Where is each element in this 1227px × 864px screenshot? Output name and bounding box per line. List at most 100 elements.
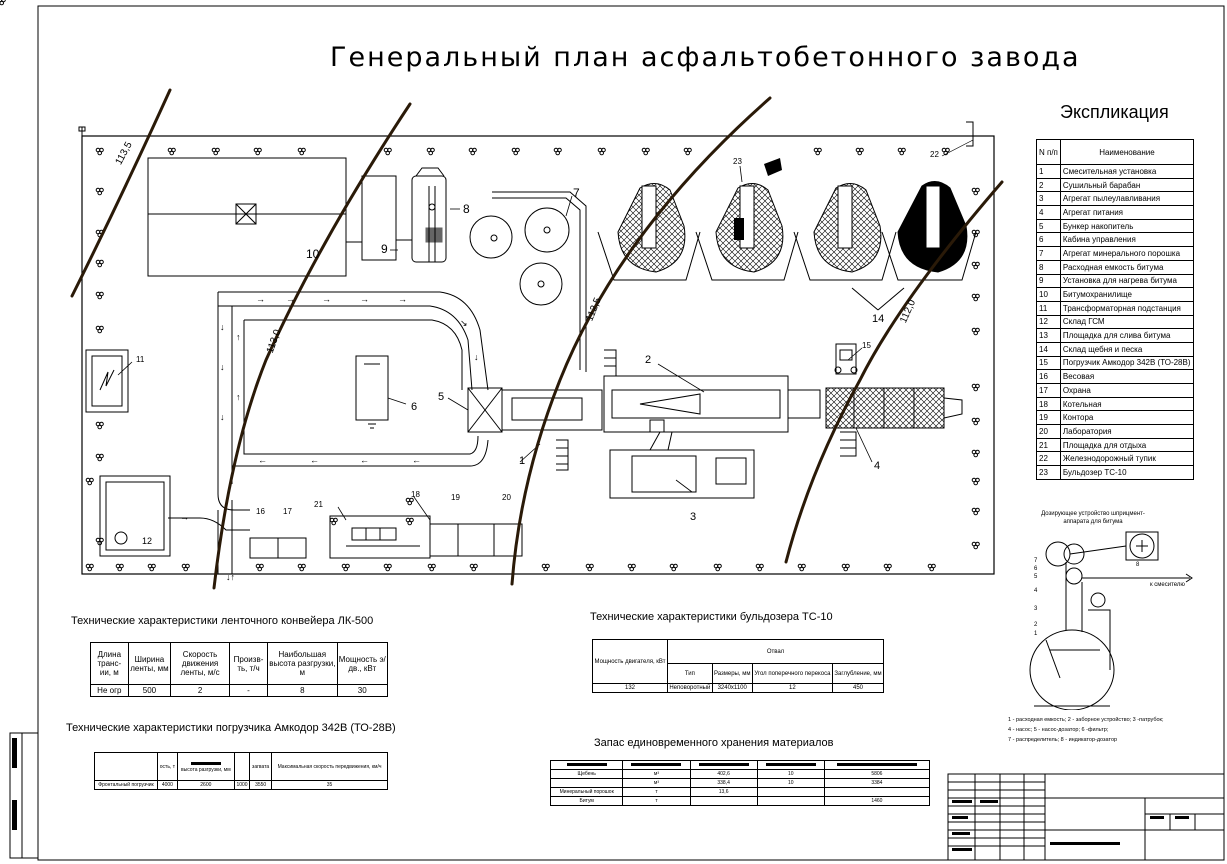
plan-label-18: 18	[411, 490, 420, 499]
plan-label-16: 16	[256, 507, 265, 516]
aggregate-storage-14	[597, 181, 977, 311]
plan-label-6: 6	[411, 401, 418, 413]
svg-text:↓: ↓	[220, 322, 225, 332]
svg-text:→: →	[256, 294, 265, 304]
site-boundary	[81, 135, 995, 575]
svg-text:1: 1	[1034, 631, 1038, 637]
transformer-11	[85, 349, 129, 413]
bulldozer-23	[734, 158, 782, 240]
svg-text:6: 6	[1034, 566, 1038, 572]
bulldozer-power-header: Мощность двигателя, кВт	[591, 639, 669, 684]
dosing-device-title: Дозирующее устройство шприцмент-аппарата…	[1041, 511, 1145, 525]
svg-text:↓↑: ↓↑	[226, 572, 235, 582]
conveyor-header: Длина транс-ии, м	[90, 642, 129, 685]
svg-text:7: 7	[1034, 558, 1038, 564]
plan-label-2: 2	[645, 354, 652, 366]
svg-text:↓: ↓	[220, 412, 225, 422]
plan-label-11: 11	[136, 355, 145, 364]
svg-text:↘: ↘	[460, 318, 468, 328]
office-19	[429, 523, 495, 557]
plan-label-22: 22	[930, 150, 939, 159]
plan-label-1: 1	[519, 455, 526, 467]
plan-label-9: 9	[381, 242, 388, 256]
loader-title: Технические характеристики погрузчика Ам…	[66, 722, 396, 734]
plan-label-21: 21	[314, 500, 323, 509]
bulldozer-title: Технические характеристики бульдозера ТС…	[590, 611, 833, 623]
conveyor-header: Наибольшая высота разгрузки, м	[267, 642, 338, 685]
boiler-18	[329, 515, 431, 559]
plan-label-10: 10	[306, 247, 320, 261]
title-block	[947, 773, 1225, 861]
plan-label-19: 19	[451, 493, 460, 502]
bitumen-storage-10	[147, 157, 362, 277]
fuel-storage-12	[99, 475, 171, 557]
page-title: Генеральный план асфальтобетонного завод…	[330, 42, 1081, 73]
svg-text:↑: ↑	[236, 332, 241, 342]
svg-text:→: →	[398, 294, 407, 304]
svg-text:↑: ↑	[236, 392, 241, 402]
lab-20	[493, 523, 523, 557]
storage-title: Запас единовременного хранения материало…	[594, 737, 834, 749]
conveyor-title: Технические характеристики ленточного ко…	[71, 615, 374, 627]
expl-header-num: N п/п	[1036, 139, 1061, 165]
svg-text:→: →	[322, 294, 331, 304]
dosing-legend-2: 4 - насос; 5 - насос-дозатор; 6 -фильтр;	[1008, 727, 1109, 733]
plan-label-20: 20	[502, 493, 511, 502]
plan-label-17: 17	[283, 507, 292, 516]
svg-text:→: →	[286, 294, 295, 304]
control-cabin-6	[355, 355, 389, 429]
road-arrows: →→→→→ ←←←← ↓↓↓↑↑ ↘↓↓↑→	[180, 294, 479, 582]
stairs	[556, 349, 617, 471]
conveyor-header: Мощность э/дв., кВт	[336, 642, 388, 685]
mixing-plant	[467, 375, 821, 499]
to-mixer-label: к смесителю	[1150, 582, 1185, 588]
plan-label-7: 7	[573, 186, 580, 200]
svg-text:2: 2	[1034, 622, 1038, 628]
dosing-legend-1: 1 - расходная емкость; 2 - заборное устр…	[1008, 717, 1164, 723]
loader-table: ость, т высота разгрузки, мм загвата Мак…	[94, 752, 388, 790]
svg-text:←: ←	[310, 455, 319, 465]
conveyor-header: Ширина ленты, мм	[127, 642, 172, 685]
svg-text:→: →	[360, 294, 369, 304]
conveyor-header: Произв-ть, т/ч	[228, 642, 269, 685]
svg-text:3: 3	[1034, 606, 1038, 612]
mineral-powder-unit-7	[469, 191, 587, 372]
svg-text:4: 4	[1034, 588, 1038, 594]
plan-label-8: 8	[463, 202, 470, 216]
svg-text:↓: ↓	[220, 362, 225, 372]
dosing-legend-3: 7 - распределитель; 8 - индикатор-дозато…	[1008, 737, 1118, 743]
svg-text:5: 5	[1034, 574, 1038, 580]
expl-header-name: Наименование	[1059, 139, 1195, 165]
bitumen-heater-9	[361, 175, 397, 261]
loader-header: ость, т	[157, 752, 178, 781]
bulldozer-group: Отвал	[667, 639, 884, 664]
svg-text:←: ←	[412, 455, 421, 465]
